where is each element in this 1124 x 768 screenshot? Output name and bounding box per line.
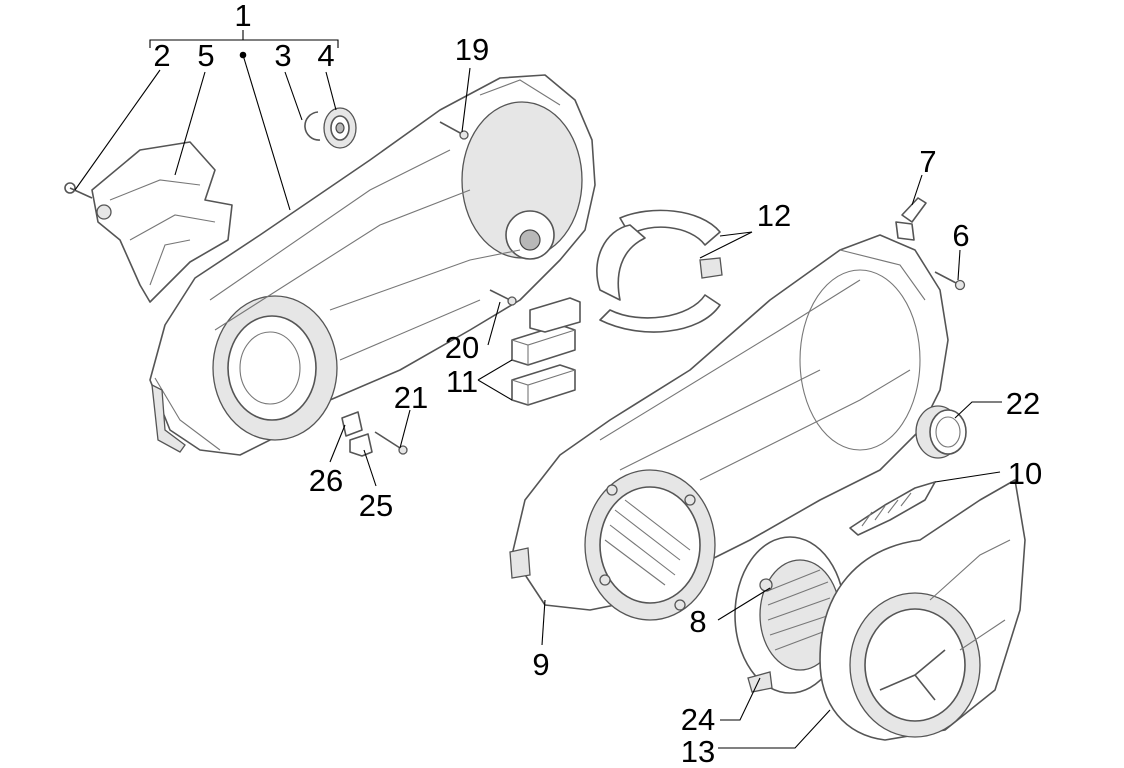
callout-labels: 1 2 3 4 5 6 7 8 9 10 11 12 13 19 20 21 2… (153, 0, 1042, 768)
bracket-7-part (895, 197, 927, 241)
outer-cover-part (509, 234, 949, 621)
callout-4: 4 (317, 38, 334, 73)
leader-lines (74, 30, 1002, 749)
inner-cover-part (149, 74, 596, 456)
callout-12: 12 (757, 198, 791, 233)
callout-2: 2 (153, 38, 170, 73)
screw-21-part (374, 431, 408, 455)
cap-22-part (915, 405, 967, 459)
screw-19-part (439, 121, 469, 140)
callout-19: 19 (455, 32, 489, 67)
callout-7: 7 (919, 144, 936, 179)
block-11-part (511, 297, 581, 406)
callout-20: 20 (445, 330, 479, 365)
callout-25: 25 (359, 488, 393, 523)
callout-6: 6 (952, 218, 969, 253)
cover-13-part (819, 479, 1026, 741)
circlip-part (304, 111, 321, 141)
air-duct-part (64, 141, 233, 303)
callout-5: 5 (197, 38, 214, 73)
clip-26-part (341, 411, 363, 437)
callout-8: 8 (689, 604, 706, 639)
bearing-part (323, 107, 357, 149)
callout-3: 3 (274, 38, 291, 73)
gasket-12-part (596, 209, 723, 333)
callout-11: 11 (446, 364, 478, 399)
clip-25-part (349, 433, 373, 457)
grille-8-part (734, 536, 846, 694)
grille-10-part (849, 481, 936, 536)
callout-24: 24 (681, 702, 715, 737)
callout-26: 26 (309, 463, 343, 498)
callout-10: 10 (1008, 456, 1042, 491)
callout-1: 1 (234, 0, 251, 33)
callout-21: 21 (394, 380, 428, 415)
screw-6-part (934, 271, 966, 291)
callout-22: 22 (1006, 386, 1040, 421)
callout-13: 13 (681, 734, 715, 768)
screw-20-part (489, 289, 517, 306)
callout-9: 9 (532, 647, 549, 682)
